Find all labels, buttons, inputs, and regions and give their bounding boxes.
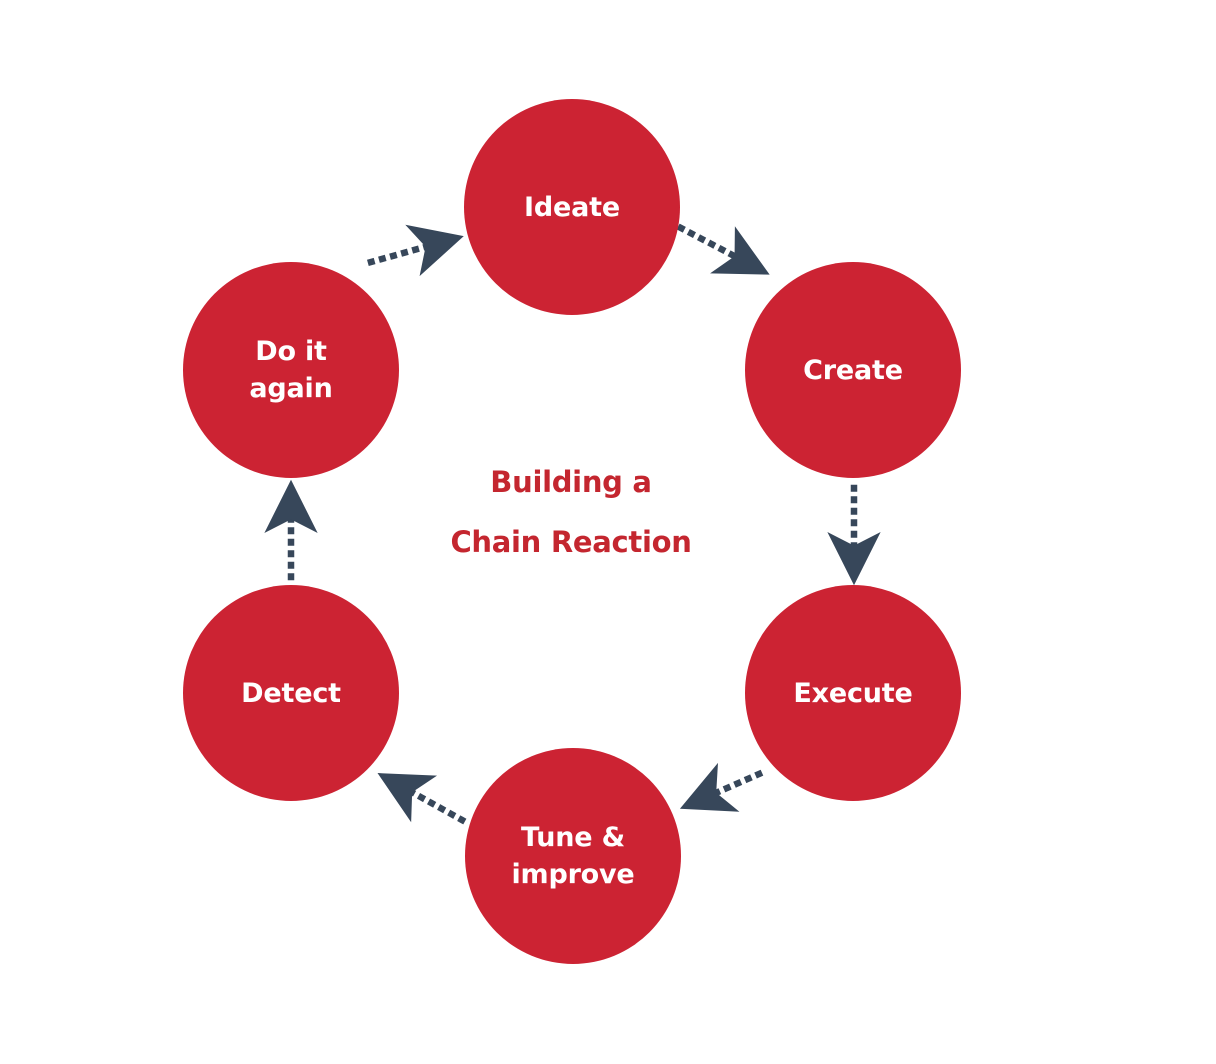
- node-execute[interactable]: Execute: [745, 585, 961, 801]
- node-do-it-again-label: Do it again: [249, 336, 333, 404]
- node-tune-improve-label: Tune & improve: [511, 822, 635, 890]
- node-execute-label: Execute: [793, 677, 913, 709]
- diagram-center-title: Building a Chain Reaction: [450, 465, 692, 559]
- node-ideate-label: Ideate: [524, 191, 620, 223]
- node-do-it-again[interactable]: Do it again: [183, 262, 399, 478]
- arrow-do-it-again-to-ideate: [366, 224, 464, 277]
- node-detect-label: Detect: [241, 677, 341, 709]
- node-create[interactable]: Create: [745, 262, 961, 478]
- arrow-ideate-to-create: [676, 223, 770, 275]
- node-ideate[interactable]: Ideate: [464, 99, 680, 315]
- arrow-execute-to-tune: [679, 762, 764, 812]
- node-tune-improve[interactable]: Tune & improve: [465, 748, 681, 964]
- node-detect[interactable]: Detect: [183, 585, 399, 801]
- node-create-label: Create: [803, 354, 903, 386]
- arrow-tune-to-detect: [377, 773, 467, 825]
